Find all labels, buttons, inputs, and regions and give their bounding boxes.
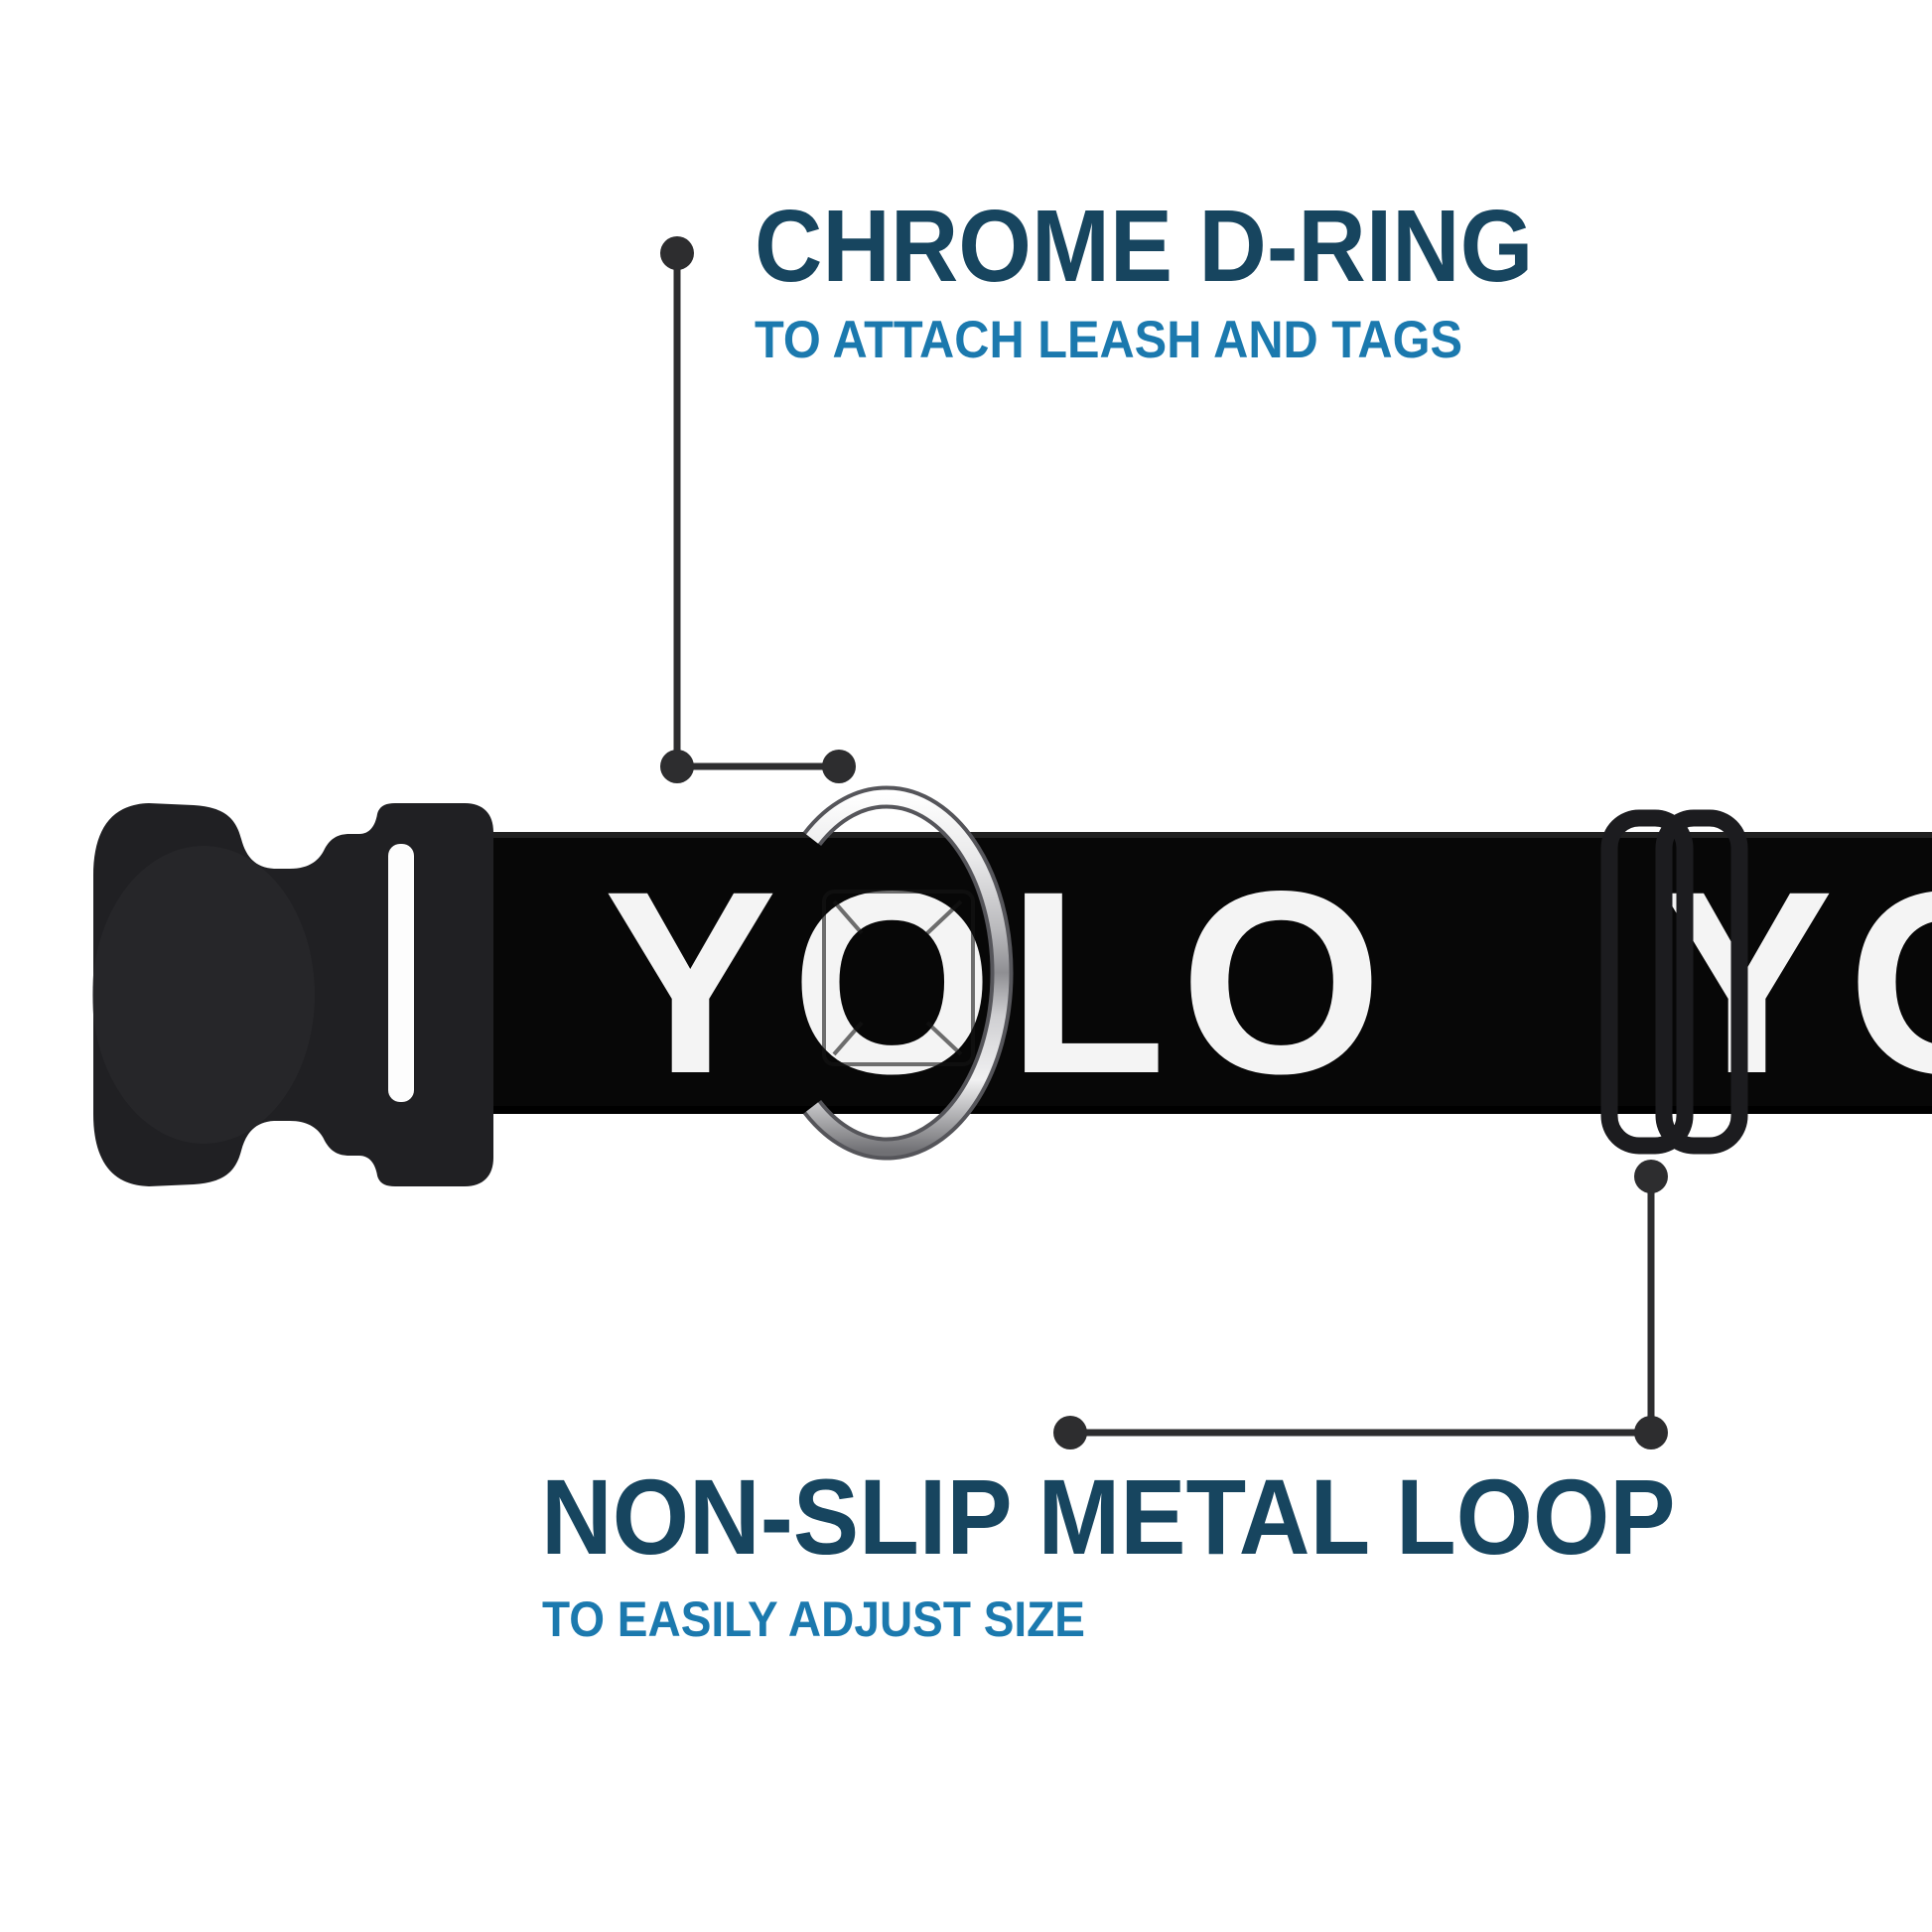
chrome-d-ring	[802, 785, 1014, 1161]
top-callout-subtitle: TO ATTACH LEASH AND TAGS	[755, 310, 1462, 368]
collar-print-text-repeat: YOLO	[1660, 837, 1932, 1128]
top-callout-text: CHROME D-RING TO ATTACH LEASH AND TAGS	[755, 188, 1533, 368]
webbing-fold-creases	[822, 890, 975, 1066]
bottom-callout-dot-loop	[1634, 1160, 1668, 1193]
top-callout-dot-text	[660, 236, 694, 270]
top-callout-title: CHROME D-RING	[755, 188, 1533, 303]
bottom-callout-dot-corner	[1634, 1416, 1668, 1449]
slider-right-lobe	[1655, 809, 1748, 1155]
strap-top-highlight	[414, 832, 1932, 838]
slider-left-lobe	[1600, 809, 1694, 1155]
buckle-sheen	[92, 846, 315, 1144]
strap-bottom-edge	[414, 1106, 1932, 1114]
d-ring-tube	[806, 789, 1010, 1157]
bottom-callout-subtitle: TO EASILY ADJUST SIZE	[542, 1592, 1085, 1647]
bottom-callout-title: NON-SLIP METAL LOOP	[541, 1456, 1675, 1577]
bottom-callout-dot-text	[1053, 1416, 1087, 1449]
top-callout-dot-corner	[660, 750, 694, 783]
metal-loop-slider	[1600, 809, 1748, 1155]
buckle-slot-gap	[388, 844, 414, 1102]
top-callout-leader	[660, 236, 856, 783]
bottom-callout-leader	[1053, 1160, 1668, 1449]
bottom-callout-text: NON-SLIP METAL LOOP TO EASILY ADJUST SIZ…	[541, 1456, 1675, 1647]
top-callout-dot-dring	[822, 750, 856, 783]
side-release-buckle	[92, 803, 493, 1186]
